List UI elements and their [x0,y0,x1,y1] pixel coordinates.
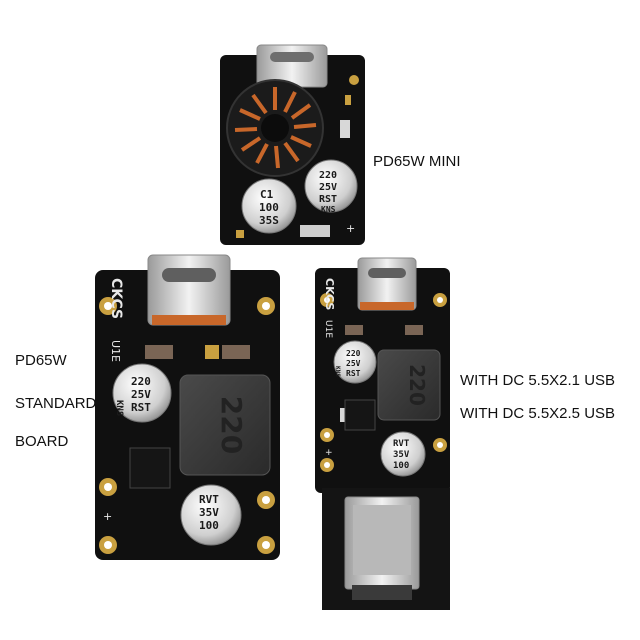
svg-text:220: 220 [215,396,248,454]
dc-brand: CKCS [323,278,336,310]
svg-text:RVT: RVT [393,439,410,449]
dc-ic-chip [344,399,376,431]
svg-text:220: 220 [405,364,429,406]
label-standard-line2: STANDARD [15,395,97,412]
standard-ic-chip [129,447,171,489]
svg-text:220: 220 [346,349,361,358]
svg-text:35V: 35V [199,506,219,519]
svg-text:25V: 25V [346,359,361,368]
svg-text:25V: 25V [131,388,151,401]
standard-brand: CKCS [108,278,124,319]
standard-inductor: 220 [179,374,271,476]
label-dc-25: WITH DC 5.5X2.5 USB [460,405,616,422]
standard-cap-bottom: RVT 35V 100 [180,484,242,546]
mini-cap-left: C1 100 35S [241,178,297,234]
label-standard-line1: PD65W [15,352,67,369]
svg-text:RST: RST [131,401,151,414]
dc-plus-mark: + [325,448,333,458]
svg-text:25V: 25V [319,182,337,193]
svg-text:KNS: KNS [321,205,336,214]
dc-code: U1E [323,320,333,338]
label-mini: PD65W MINI [373,153,461,170]
svg-text:KNS: KNS [334,366,341,377]
mini-plus-mark: + [346,222,355,235]
svg-text:RVT: RVT [199,493,219,506]
svg-text:220: 220 [131,375,151,388]
svg-text:35S: 35S [259,214,279,227]
standard-cap-top: 220 25V RST KNS [112,363,172,423]
svg-text:C1: C1 [260,188,274,201]
svg-text:100: 100 [393,461,409,471]
svg-text:KNS: KNS [114,400,124,416]
mini-toroid-coil [234,87,317,169]
mini-cap-right: 220 25V RST KNS [304,159,358,214]
svg-text:220: 220 [319,170,337,181]
svg-text:35V: 35V [393,450,410,460]
svg-text:RST: RST [319,194,337,205]
standard-plus-mark: + [103,510,112,523]
dc-inductor: 220 [377,349,441,421]
svg-text:100: 100 [259,201,279,214]
dc-cap-top: 220 25V RST KNS [333,340,377,384]
svg-text:RST: RST [346,369,361,378]
label-standard-line3: BOARD [15,433,69,450]
svg-text:100: 100 [199,519,219,532]
standard-code: U1E [109,340,122,362]
dc-cap-bottom: RVT 35V 100 [380,431,426,477]
label-dc-21: WITH DC 5.5X2.1 USB [460,372,616,389]
